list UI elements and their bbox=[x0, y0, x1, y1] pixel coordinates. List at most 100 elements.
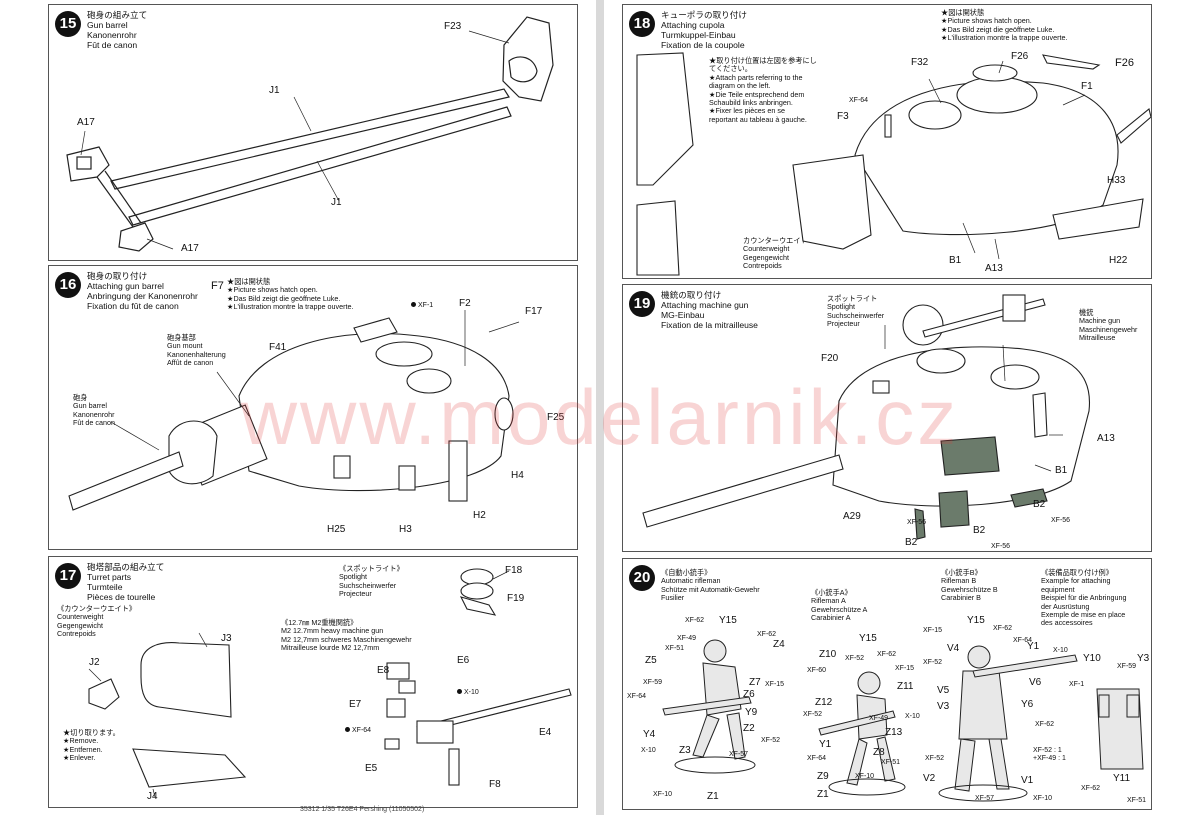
paint-callout: XF-52 bbox=[923, 659, 943, 666]
paint-callout: XF-62 bbox=[877, 651, 897, 658]
paint-callout: XF-10 bbox=[855, 773, 875, 780]
part-z7: Z7 bbox=[749, 677, 761, 688]
part-f18: F18 bbox=[505, 565, 523, 576]
part-y6: Y6 bbox=[1021, 699, 1034, 710]
paint-callout: XF-49 bbox=[677, 635, 697, 642]
step-number: 16 bbox=[55, 272, 81, 298]
part-y1: Y1 bbox=[1027, 641, 1040, 652]
part-v5: V5 bbox=[937, 685, 950, 696]
figures-diagram bbox=[662, 639, 1144, 802]
step-number: 18 bbox=[629, 11, 655, 37]
part-y1: Y1 bbox=[819, 739, 832, 750]
part-f26: F26 bbox=[1115, 57, 1134, 69]
part-f25: F25 bbox=[547, 412, 565, 423]
part-e8: E8 bbox=[377, 665, 390, 676]
paint-callout: XF-52 bbox=[803, 711, 823, 718]
part-h33: H33 bbox=[1107, 175, 1126, 186]
paint-callout: XF-64 bbox=[849, 97, 869, 104]
part-z10: Z10 bbox=[819, 649, 837, 660]
paint-callout: XF-1 bbox=[1069, 681, 1085, 688]
part-z12: Z12 bbox=[815, 697, 833, 708]
part-f26: F26 bbox=[1011, 51, 1029, 62]
paint-callout: XF-56 bbox=[991, 543, 1011, 550]
part-z2: Z2 bbox=[743, 723, 755, 734]
part-j2: J2 bbox=[89, 657, 100, 668]
paint-callout: XF-15 bbox=[765, 681, 785, 688]
paint-callout: XF-52 : 1 bbox=[1033, 747, 1062, 754]
paint-callout: +XF-49 : 1 bbox=[1033, 755, 1066, 762]
step-number: 20 bbox=[629, 565, 655, 591]
part-h3: H3 bbox=[399, 524, 412, 535]
paint-callout: XF-62 bbox=[685, 617, 705, 624]
part-z13: Z13 bbox=[885, 727, 903, 738]
part-j3: J3 bbox=[221, 633, 232, 644]
footer-code: 35312 1/35 T26E4 Pershing (11050502) bbox=[300, 806, 425, 813]
part-f20: F20 bbox=[821, 353, 839, 364]
paint-callout: XF-62 bbox=[993, 625, 1013, 632]
part-j1: J1 bbox=[331, 197, 342, 208]
part-f32: F32 bbox=[911, 57, 929, 68]
paint-callout: XF-51 bbox=[881, 759, 901, 766]
part-f8: F8 bbox=[489, 779, 501, 790]
part-y15: Y15 bbox=[719, 615, 737, 626]
paint-callout: X-10 bbox=[905, 713, 920, 720]
part-f1: F1 bbox=[1081, 81, 1093, 92]
part-b2: B2 bbox=[1033, 499, 1046, 510]
paint-callout: X-10 bbox=[641, 747, 656, 754]
paint-callout: XF-57 bbox=[975, 795, 995, 802]
part-e7: E7 bbox=[349, 699, 362, 710]
paint-callout: X-10 bbox=[457, 689, 479, 697]
part-j4: J4 bbox=[147, 791, 158, 802]
paint-callout: XF-62 bbox=[1035, 721, 1055, 728]
part-b1: B1 bbox=[1055, 465, 1068, 476]
part-j1: J1 bbox=[269, 85, 280, 96]
barrel-diagram bbox=[66, 16, 554, 252]
paint-callout: XF-64 bbox=[1013, 637, 1033, 644]
part-z5: Z5 bbox=[645, 655, 657, 666]
paint-callout: XF-60 bbox=[807, 667, 827, 674]
part-f19: F19 bbox=[507, 593, 525, 604]
paint-callout: XF-52 bbox=[925, 755, 945, 762]
part-z1: Z1 bbox=[817, 789, 829, 800]
part-b2: B2 bbox=[973, 525, 986, 536]
part-z11: Z11 bbox=[897, 681, 914, 692]
part-a13: A13 bbox=[985, 263, 1003, 274]
turret-parts-diagram bbox=[88, 568, 572, 798]
part-v1: V1 bbox=[1021, 775, 1034, 786]
paint-callout: XF-64 bbox=[627, 693, 647, 700]
paint-callout: XF-59 bbox=[1117, 663, 1137, 670]
part-e5: E5 bbox=[365, 763, 378, 774]
paint-callout: XF-62 bbox=[757, 631, 777, 638]
turret-diagram bbox=[68, 310, 520, 511]
part-h22: H22 bbox=[1109, 255, 1128, 266]
part-a17: A17 bbox=[77, 117, 95, 128]
part-h4: H4 bbox=[511, 470, 524, 481]
part-v3: V3 bbox=[937, 701, 950, 712]
part-f2: F2 bbox=[459, 298, 471, 309]
part-y10: Y10 bbox=[1083, 653, 1101, 664]
part-h25: H25 bbox=[327, 524, 346, 535]
paint-callout: XF-56 bbox=[1051, 517, 1071, 524]
paint-callout: XF-15 bbox=[895, 665, 915, 672]
part-f3: F3 bbox=[837, 111, 849, 122]
part-a13: A13 bbox=[1097, 433, 1115, 444]
part-z3: Z3 bbox=[679, 745, 691, 756]
